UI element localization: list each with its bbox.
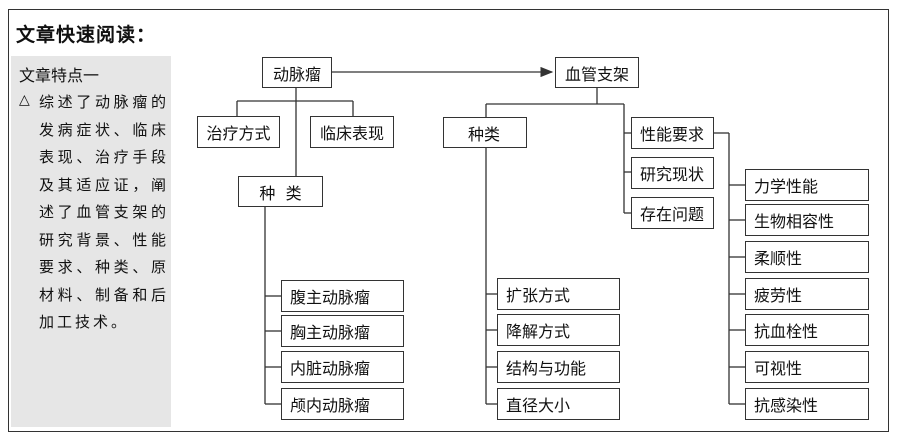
- features-title: 文章特点一: [19, 66, 100, 85]
- node-treatment: 治疗方式: [197, 116, 280, 148]
- node-problems: 存在问题: [631, 197, 714, 229]
- node-aneurysm-type-item: 颅内动脉瘤: [281, 388, 404, 420]
- page-title: 文章快速阅读：: [16, 24, 157, 46]
- node-stent-type-item: 降解方式: [497, 314, 620, 346]
- node-performance-item: 生物相容性: [745, 204, 869, 236]
- node-aneurysm-type-item: 内脏动脉瘤: [281, 351, 404, 383]
- node-stent-type-item: 扩张方式: [497, 278, 620, 310]
- node-stent-type-item: 直径大小: [497, 388, 620, 420]
- node-research: 研究现状: [631, 157, 714, 189]
- node-performance-item: 柔顺性: [745, 241, 869, 273]
- node-stent: 血管支架: [555, 57, 639, 88]
- node-aneurysm-type-item: 胸主动脉瘤: [281, 315, 404, 347]
- node-performance-item: 疲劳性: [745, 278, 869, 310]
- node-stent-types: 种类: [443, 117, 527, 148]
- node-performance-item: 力学性能: [745, 169, 869, 201]
- node-stent-type-item: 结构与功能: [497, 351, 620, 383]
- article-features-panel: 文章特点一 △ 综述了动脉瘤的发病症状、临床表现、治疗手段及其适应证，阐述了血管…: [11, 56, 171, 427]
- node-performance-item: 抗血栓性: [745, 314, 869, 346]
- node-aneurysm-type-item: 腹主动脉瘤: [281, 280, 404, 312]
- node-aneurysm-types: 种 类: [238, 176, 323, 207]
- features-text: 综述了动脉瘤的发病症状、临床表现、治疗手段及其适应证，阐述了血管支架的研究背景、…: [39, 93, 169, 331]
- node-performance-item: 抗感染性: [745, 388, 869, 420]
- node-performance-item: 可视性: [745, 351, 869, 383]
- node-clinical: 临床表现: [310, 116, 394, 148]
- node-aneurysm: 动脉瘤: [262, 57, 332, 88]
- triangle-bullet-icon: △: [19, 92, 30, 108]
- node-performance: 性能要求: [631, 117, 714, 149]
